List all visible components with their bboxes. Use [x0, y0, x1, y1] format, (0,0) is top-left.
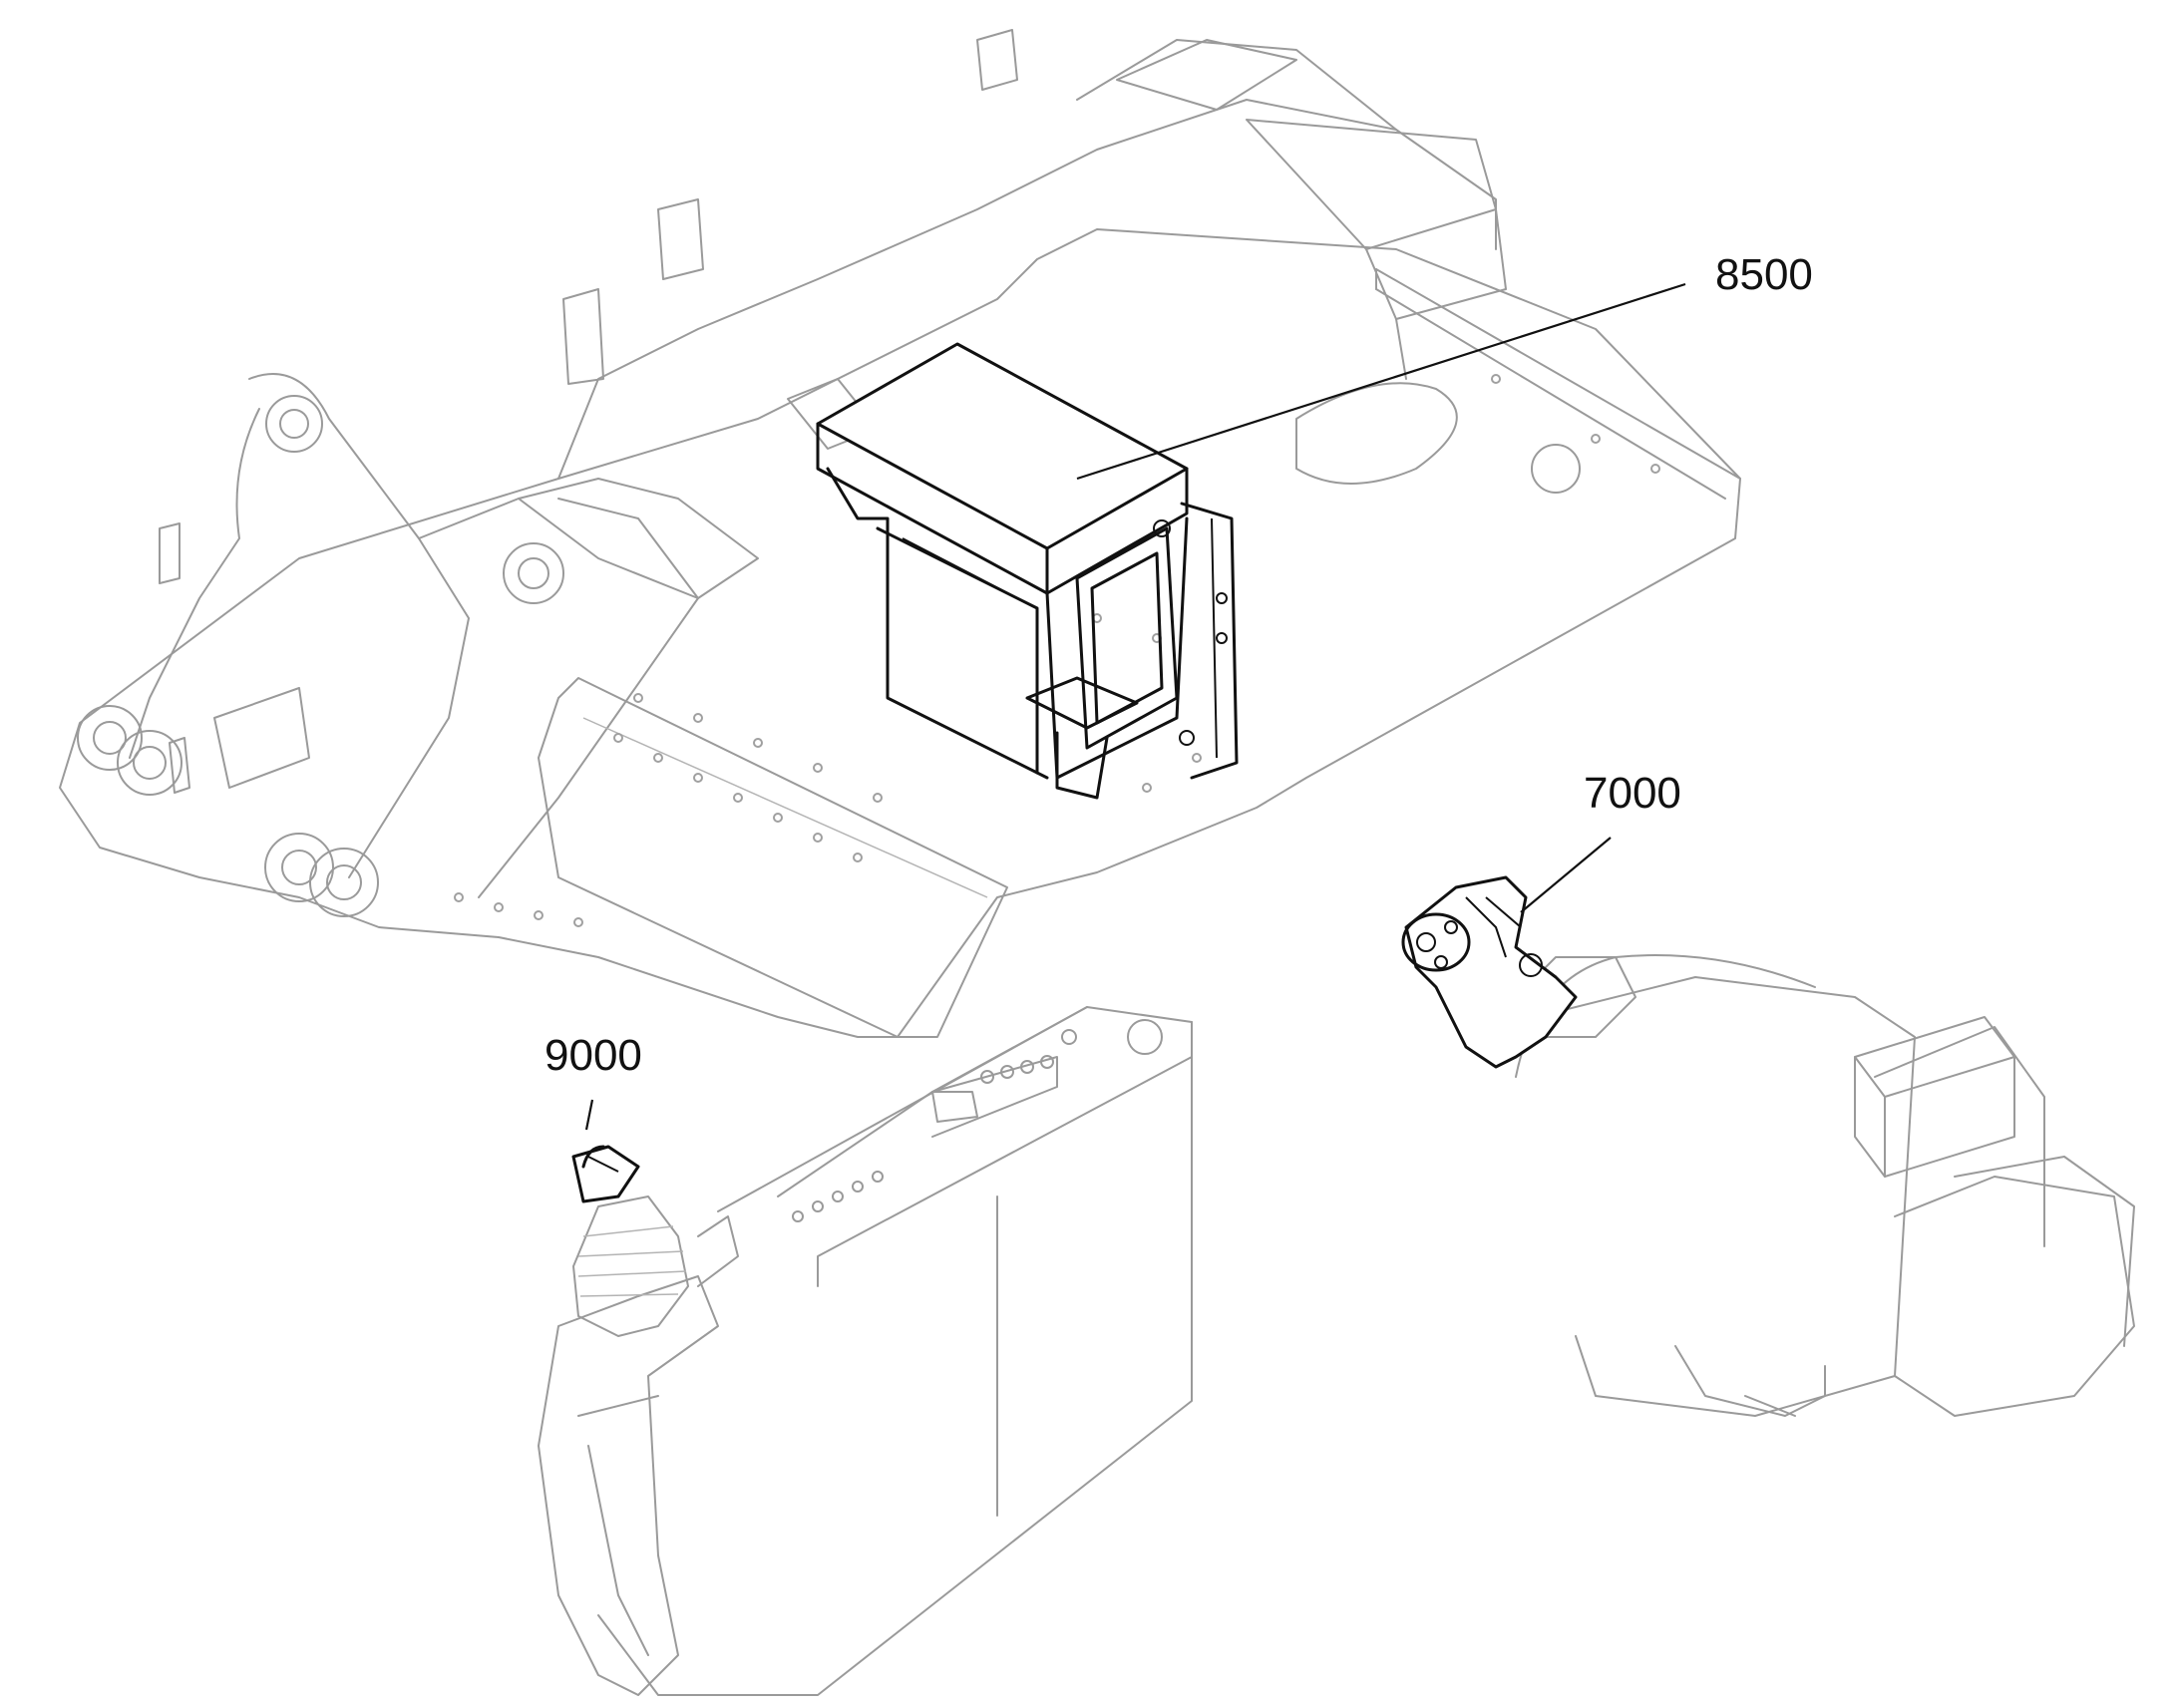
control-console-9000 — [538, 1006, 1193, 1696]
callout-9000: 9000 — [545, 1031, 642, 1131]
callout-label-8500: 8500 — [1715, 250, 1813, 299]
callout-label-9000: 9000 — [545, 1031, 642, 1080]
leader-line-7000 — [1520, 837, 1612, 913]
frame-cabinet-8500 — [816, 342, 1239, 800]
callout-label-7000: 7000 — [1584, 769, 1681, 818]
leader-line-8500 — [1076, 282, 1686, 481]
callout-8500: 8500 — [1076, 250, 1813, 481]
motor-7000 — [1401, 875, 2135, 1417]
chassis-frame — [59, 29, 1741, 1038]
deck-holes — [454, 374, 1660, 927]
leader-line-9000 — [584, 1099, 594, 1131]
callout-7000: 7000 — [1520, 769, 1681, 913]
